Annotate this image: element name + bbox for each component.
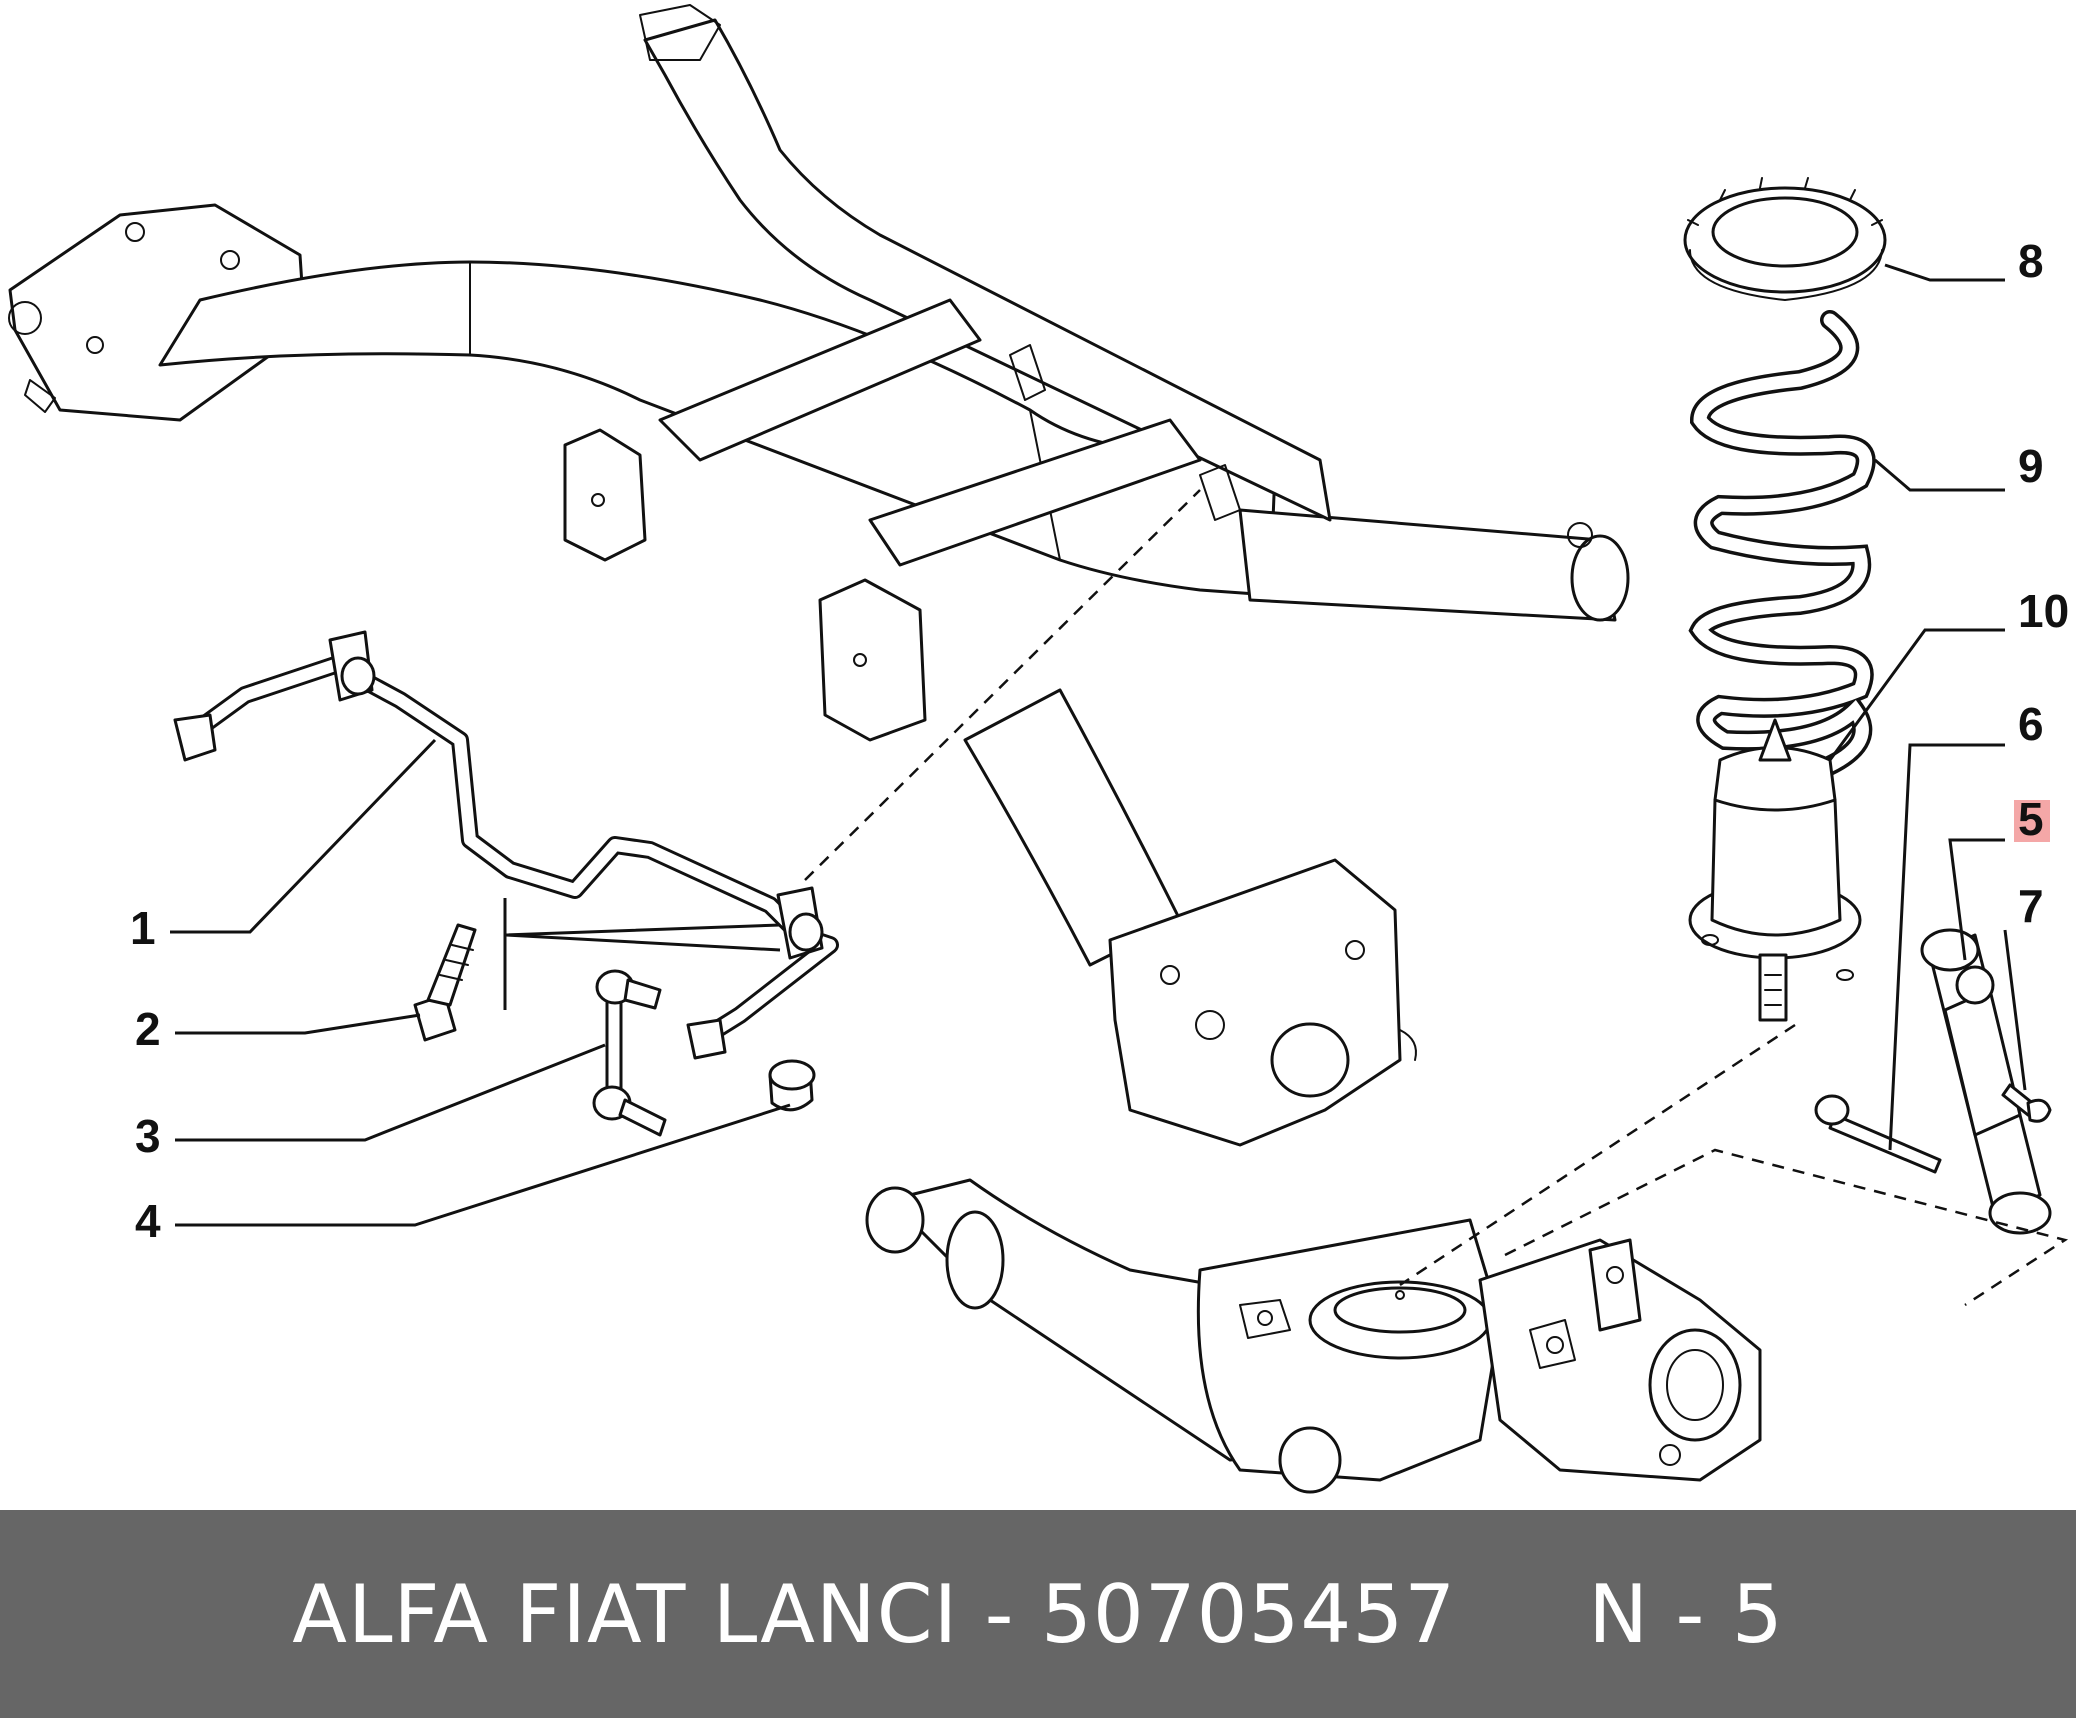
callout-5-highlight <box>2014 800 2050 842</box>
callout-4[interactable]: 4 <box>135 1195 161 1247</box>
rear-subframe <box>8 4 1630 1147</box>
spring-seat-part-8 <box>1683 177 1887 301</box>
callout-labels: 1 2 3 4 5 6 7 8 9 10 <box>130 235 2069 1247</box>
callout-9[interactable]: 9 <box>2018 440 2044 492</box>
callout-5[interactable]: 5 <box>2018 793 2044 845</box>
callout-1[interactable]: 1 <box>130 902 156 954</box>
shock-absorber-part-5 <box>1920 928 2052 1235</box>
stabilizer-link-part-3 <box>592 969 667 1137</box>
bolt-part-2 <box>413 923 477 1042</box>
exploded-parts-diagram: 1 2 3 4 5 6 7 8 9 10 <box>8 4 2069 1494</box>
leader-lines <box>170 263 2027 1227</box>
callout-6[interactable]: 6 <box>2018 698 2044 750</box>
stabilizer-bar <box>173 630 839 1060</box>
bolt-part-7 <box>2001 1083 2052 1123</box>
callout-7[interactable]: 7 <box>2018 880 2044 932</box>
callout-10[interactable]: 10 <box>2018 585 2069 637</box>
callout-8[interactable]: 8 <box>2018 235 2044 287</box>
nut-part-4 <box>768 1059 816 1112</box>
footer-caption: ALFA FIAT LANCI - 50705457 N - 5 <box>292 1567 1784 1661</box>
assembly-lines <box>804 489 2069 1307</box>
callout-2[interactable]: 2 <box>135 1003 161 1055</box>
callout-3[interactable]: 3 <box>135 1110 161 1162</box>
bump-stop-part-10 <box>1688 718 1862 1022</box>
part-number-footer: ALFA FIAT LANCI - 50705457 N - 5 <box>0 1510 2076 1718</box>
coil-spring-part-9 <box>1688 310 1876 780</box>
bolt-part-6 <box>1814 1094 1942 1174</box>
rear-axle-beam <box>865 1178 1762 1494</box>
